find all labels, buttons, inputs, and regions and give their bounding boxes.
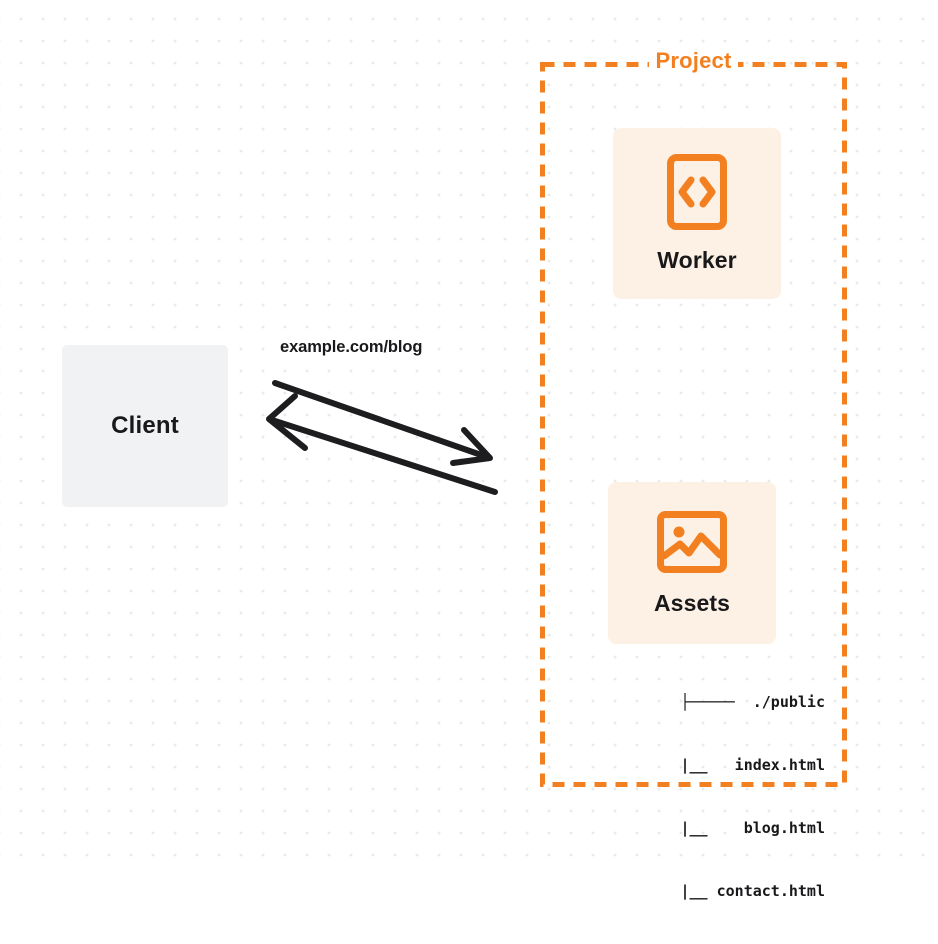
client-label: Client [111,412,179,439]
file-tree-row: |__ blog.html [635,819,825,837]
request-arrow [272,380,493,466]
file-tree-row: ├───── ./public [680,693,826,711]
response-arrow [266,393,498,495]
code-brackets-icon [666,153,728,231]
connection-arrows [266,380,498,495]
assets-label: Assets [653,589,731,616]
file-tree-row: |__ contact.html [635,882,825,900]
client-node[interactable]: Client [62,345,228,507]
worker-label: Worker [657,247,737,273]
worker-card[interactable]: Worker [613,128,781,299]
assets-file-tree: ├───── ./public |__ index.html |__ blog.… [580,650,825,944]
assets-card[interactable]: Assets [608,482,776,644]
connection-label: example.com/blog [280,338,423,356]
image-picture-icon [656,510,728,574]
diagram-canvas: Client example.com/blog Project [0,0,938,900]
file-tree-row: |__ index.html [635,756,825,774]
project-container: Project Worker Assets [540,48,847,900]
project-title: Project [648,48,739,74]
